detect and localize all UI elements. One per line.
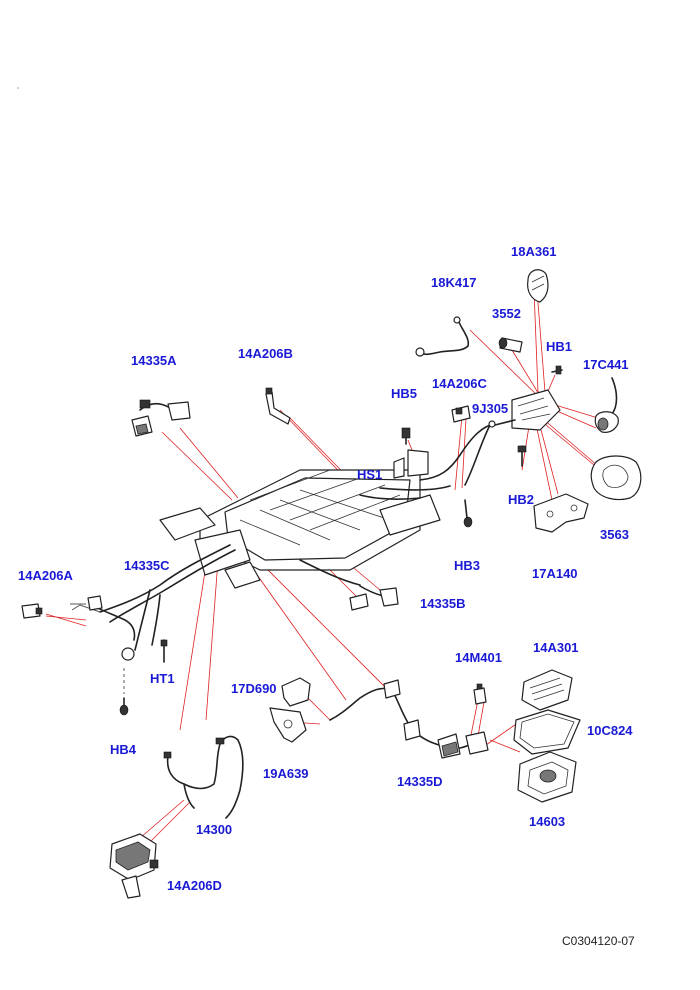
part-14M401 — [473, 683, 487, 705]
callout-14A206A: 14A206A — [18, 568, 74, 583]
part-14335C — [70, 595, 136, 661]
callout-labels: 18A361 18K417 3552 HB1 17C441 14335A 14A… — [18, 244, 633, 893]
part-9J305 — [464, 420, 496, 486]
callout-14A206C: 14A206C — [432, 376, 488, 391]
part-10C824 — [513, 709, 581, 755]
callout-3563: 3563 — [600, 527, 629, 542]
main-harness-wires — [71, 424, 491, 651]
part-14A206D — [109, 833, 159, 899]
callout-HB2: HB2 — [508, 492, 534, 507]
part-HB3 — [463, 499, 473, 528]
callout-14335A: 14335A — [131, 353, 177, 368]
part-14603 — [517, 751, 577, 803]
part-17D690 — [281, 677, 311, 707]
callout-14M401: 14M401 — [455, 650, 502, 665]
callout-17D690: 17D690 — [231, 681, 277, 696]
callout-HB5: HB5 — [391, 386, 417, 401]
callout-14335B: 14335B — [420, 596, 466, 611]
part-14A206B — [265, 387, 291, 425]
part-HS1 — [393, 449, 429, 479]
part-14A301 — [521, 669, 573, 711]
callout-14A206B: 14A206B — [238, 346, 293, 361]
part-14A206C — [451, 405, 471, 423]
part-19A639 — [269, 707, 307, 743]
part-HB4 — [119, 668, 129, 716]
callout-HB1: HB1 — [546, 339, 572, 354]
callout-3552: 3552 — [492, 306, 521, 321]
part-17A140 — [533, 493, 589, 533]
part-14300 — [163, 735, 244, 819]
callout-18K417: 18K417 — [431, 275, 477, 290]
callout-HB4: HB4 — [110, 742, 137, 757]
callout-14300: 14300 — [196, 822, 232, 837]
right-cluster-assembly — [494, 389, 561, 431]
callout-17C441: 17C441 — [583, 357, 629, 372]
callout-14335C: 14335C — [124, 558, 170, 573]
battery-tray — [159, 469, 441, 589]
part-17C441 — [594, 377, 619, 433]
part-18A361 — [527, 269, 549, 303]
part-14335A — [131, 399, 191, 437]
part-HT1 — [160, 639, 168, 663]
part-14335D — [329, 679, 489, 759]
part-HB2 — [517, 445, 527, 467]
part-14A206A — [21, 603, 43, 619]
callout-17A140: 17A140 — [532, 566, 578, 581]
part-HB1 — [551, 365, 563, 375]
stray-mark — [17, 87, 19, 89]
part-3563 — [590, 455, 642, 501]
callout-HS1: HS1 — [357, 467, 382, 482]
callout-9J305: 9J305 — [472, 401, 508, 416]
callout-HT1: HT1 — [150, 671, 175, 686]
callout-14A206D: 14A206D — [167, 878, 222, 893]
callout-14A301: 14A301 — [533, 640, 579, 655]
part-3552 — [498, 337, 523, 353]
callout-18A361: 18A361 — [511, 244, 557, 259]
callout-10C824: 10C824 — [587, 723, 633, 738]
callout-HB3: HB3 — [454, 558, 480, 573]
part-18K417 — [415, 316, 470, 357]
callout-14603: 14603 — [529, 814, 565, 829]
diagram-reference-code: C0304120-07 — [562, 934, 635, 948]
part-14335B — [349, 585, 399, 611]
callout-14335D: 14335D — [397, 774, 443, 789]
part-HB5 — [401, 427, 411, 445]
callout-19A639: 19A639 — [263, 766, 309, 781]
